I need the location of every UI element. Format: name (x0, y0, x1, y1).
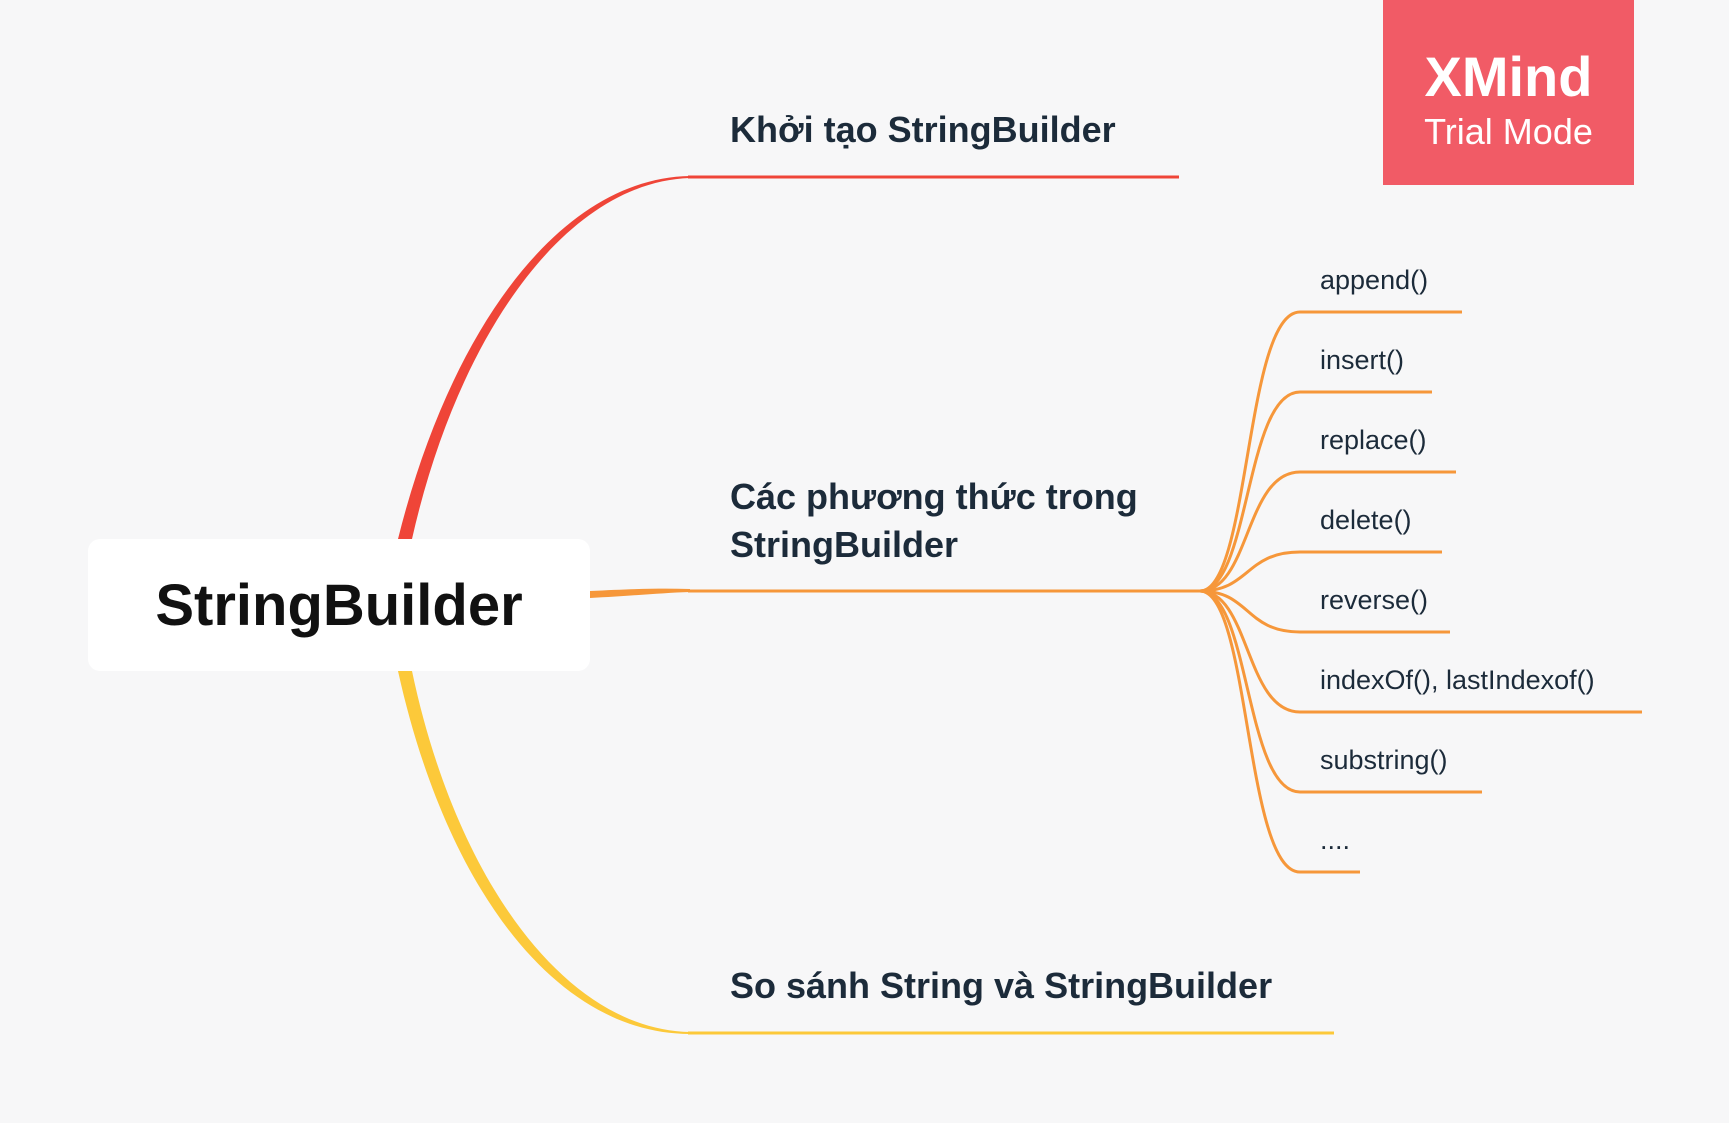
connector-sub-2 (1199, 390, 1432, 593)
connector-sub-3 (1199, 470, 1456, 593)
subtopic-substring[interactable]: substring() (1320, 744, 1448, 776)
subtopic-label: .... (1320, 825, 1351, 855)
topic-khoi-tao[interactable]: Khởi tạo StringBuilder (730, 106, 1116, 154)
subtopic-label: append() (1320, 265, 1429, 295)
connector-sub-5 (1199, 589, 1450, 634)
xmind-trial-watermark: XMind Trial Mode (1383, 0, 1634, 185)
connector-sub-7 (1199, 589, 1482, 794)
subtopic-reverse[interactable]: reverse() (1320, 584, 1428, 616)
central-topic[interactable]: StringBuilder (88, 539, 590, 671)
topic-cac-phuong-thuc[interactable]: Các phương thức trong StringBuilder (730, 473, 1138, 569)
subtopic-more[interactable]: .... (1320, 824, 1350, 856)
connector-sub-6 (1199, 589, 1642, 714)
subtopic-label: substring() (1320, 745, 1448, 775)
watermark-mode: Trial Mode (1424, 111, 1593, 152)
subtopic-label: replace() (1320, 425, 1427, 455)
subtopic-connectors (1199, 310, 1642, 874)
subtopic-label: indexOf(), lastIndexof() (1320, 665, 1595, 695)
topic-label-line-1: Các phương thức trong (730, 476, 1138, 517)
topic-label-line-2: StringBuilder (730, 524, 959, 565)
watermark-brand: XMind (1424, 45, 1593, 108)
subtopic-label: delete() (1320, 505, 1412, 535)
subtopic-label: insert() (1320, 345, 1405, 375)
central-topic-label: StringBuilder (155, 572, 523, 638)
topic-so-sanh[interactable]: So sánh String và StringBuilder (730, 962, 1272, 1010)
subtopic-insert[interactable]: insert() (1320, 344, 1404, 376)
subtopic-replace[interactable]: replace() (1320, 424, 1427, 456)
connector-sub-8 (1199, 589, 1360, 874)
subtopic-indexof[interactable]: indexOf(), lastIndexof() (1320, 664, 1595, 696)
subtopic-delete[interactable]: delete() (1320, 504, 1412, 536)
connector-root-topic-1 (398, 176, 690, 539)
subtopic-append[interactable]: append() (1320, 264, 1428, 296)
subtopic-label: reverse() (1320, 585, 1429, 615)
connector-sub-4 (1199, 550, 1442, 593)
connector-sub-1 (1199, 310, 1462, 593)
topic-label: So sánh String và StringBuilder (730, 965, 1273, 1006)
connector-root-topic-2 (590, 588, 690, 598)
connector-root-topic-3 (398, 671, 690, 1034)
topic-label: Khởi tạo StringBuilder (730, 109, 1116, 150)
